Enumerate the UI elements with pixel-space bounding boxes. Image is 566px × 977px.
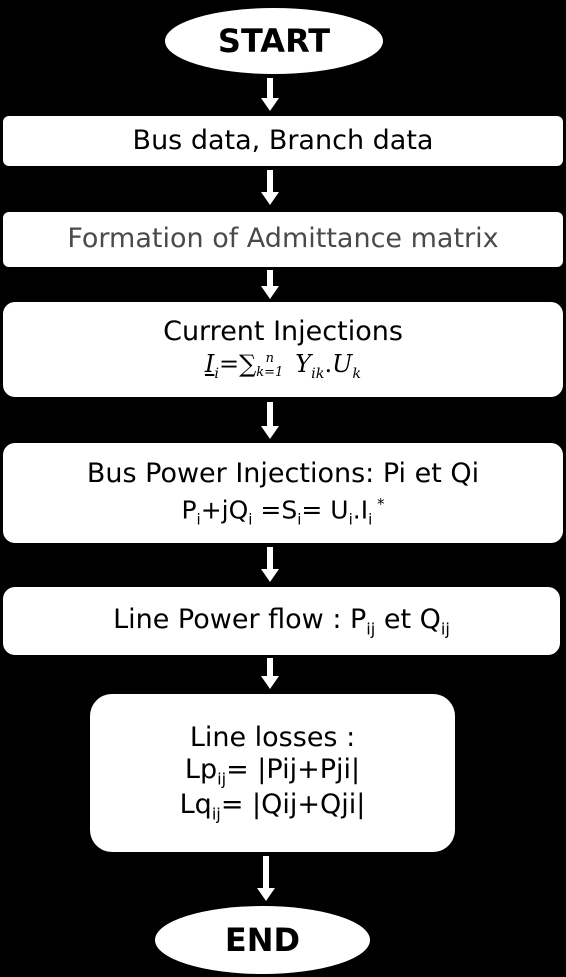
line-losses-box: Line losses : Lpij= |Pij+Pji| Lqij= |Qij… xyxy=(90,694,455,852)
start-terminal: START xyxy=(165,8,383,74)
line-losses-title: Line losses : xyxy=(189,721,356,753)
arrow-down-icon xyxy=(261,658,279,689)
start-label: START xyxy=(217,22,331,60)
line-power-flow-label: Line Power flow : Pij et Qij xyxy=(113,603,450,638)
admittance-matrix-box: Formation of Admittance matrix xyxy=(3,212,563,267)
lp-formula: Lpij= |Pij+Pji| xyxy=(184,754,361,789)
bus-branch-data-box: Bus data, Branch data xyxy=(3,116,563,166)
line-power-flow-box: Line Power flow : Pij et Qij xyxy=(3,587,560,655)
end-terminal: END xyxy=(155,906,370,974)
arrow-down-icon xyxy=(261,78,279,111)
lq-formula: Lqij= |Qij+Qji| xyxy=(179,789,366,824)
arrow-down-icon xyxy=(261,402,279,439)
bus-power-injections-title: Bus Power Injections: Pi et Qi xyxy=(86,458,480,490)
bus-branch-data-label: Bus data, Branch data xyxy=(132,124,434,156)
arrow-down-icon xyxy=(261,547,279,582)
arrow-down-icon xyxy=(261,170,279,205)
bus-power-formula: Pi+jQi =Si= Ui.Ii * xyxy=(181,494,385,528)
formula-current-symbol: Ii xyxy=(204,350,219,382)
current-injections-title: Current Injections xyxy=(163,315,403,347)
arrow-down-icon xyxy=(257,856,275,901)
bus-power-injections-box: Bus Power Injections: Pi et Qi Pi+jQi =S… xyxy=(3,443,563,543)
admittance-matrix-label: Formation of Admittance matrix xyxy=(67,223,499,255)
end-label: END xyxy=(224,921,301,959)
arrow-down-icon xyxy=(261,270,279,299)
